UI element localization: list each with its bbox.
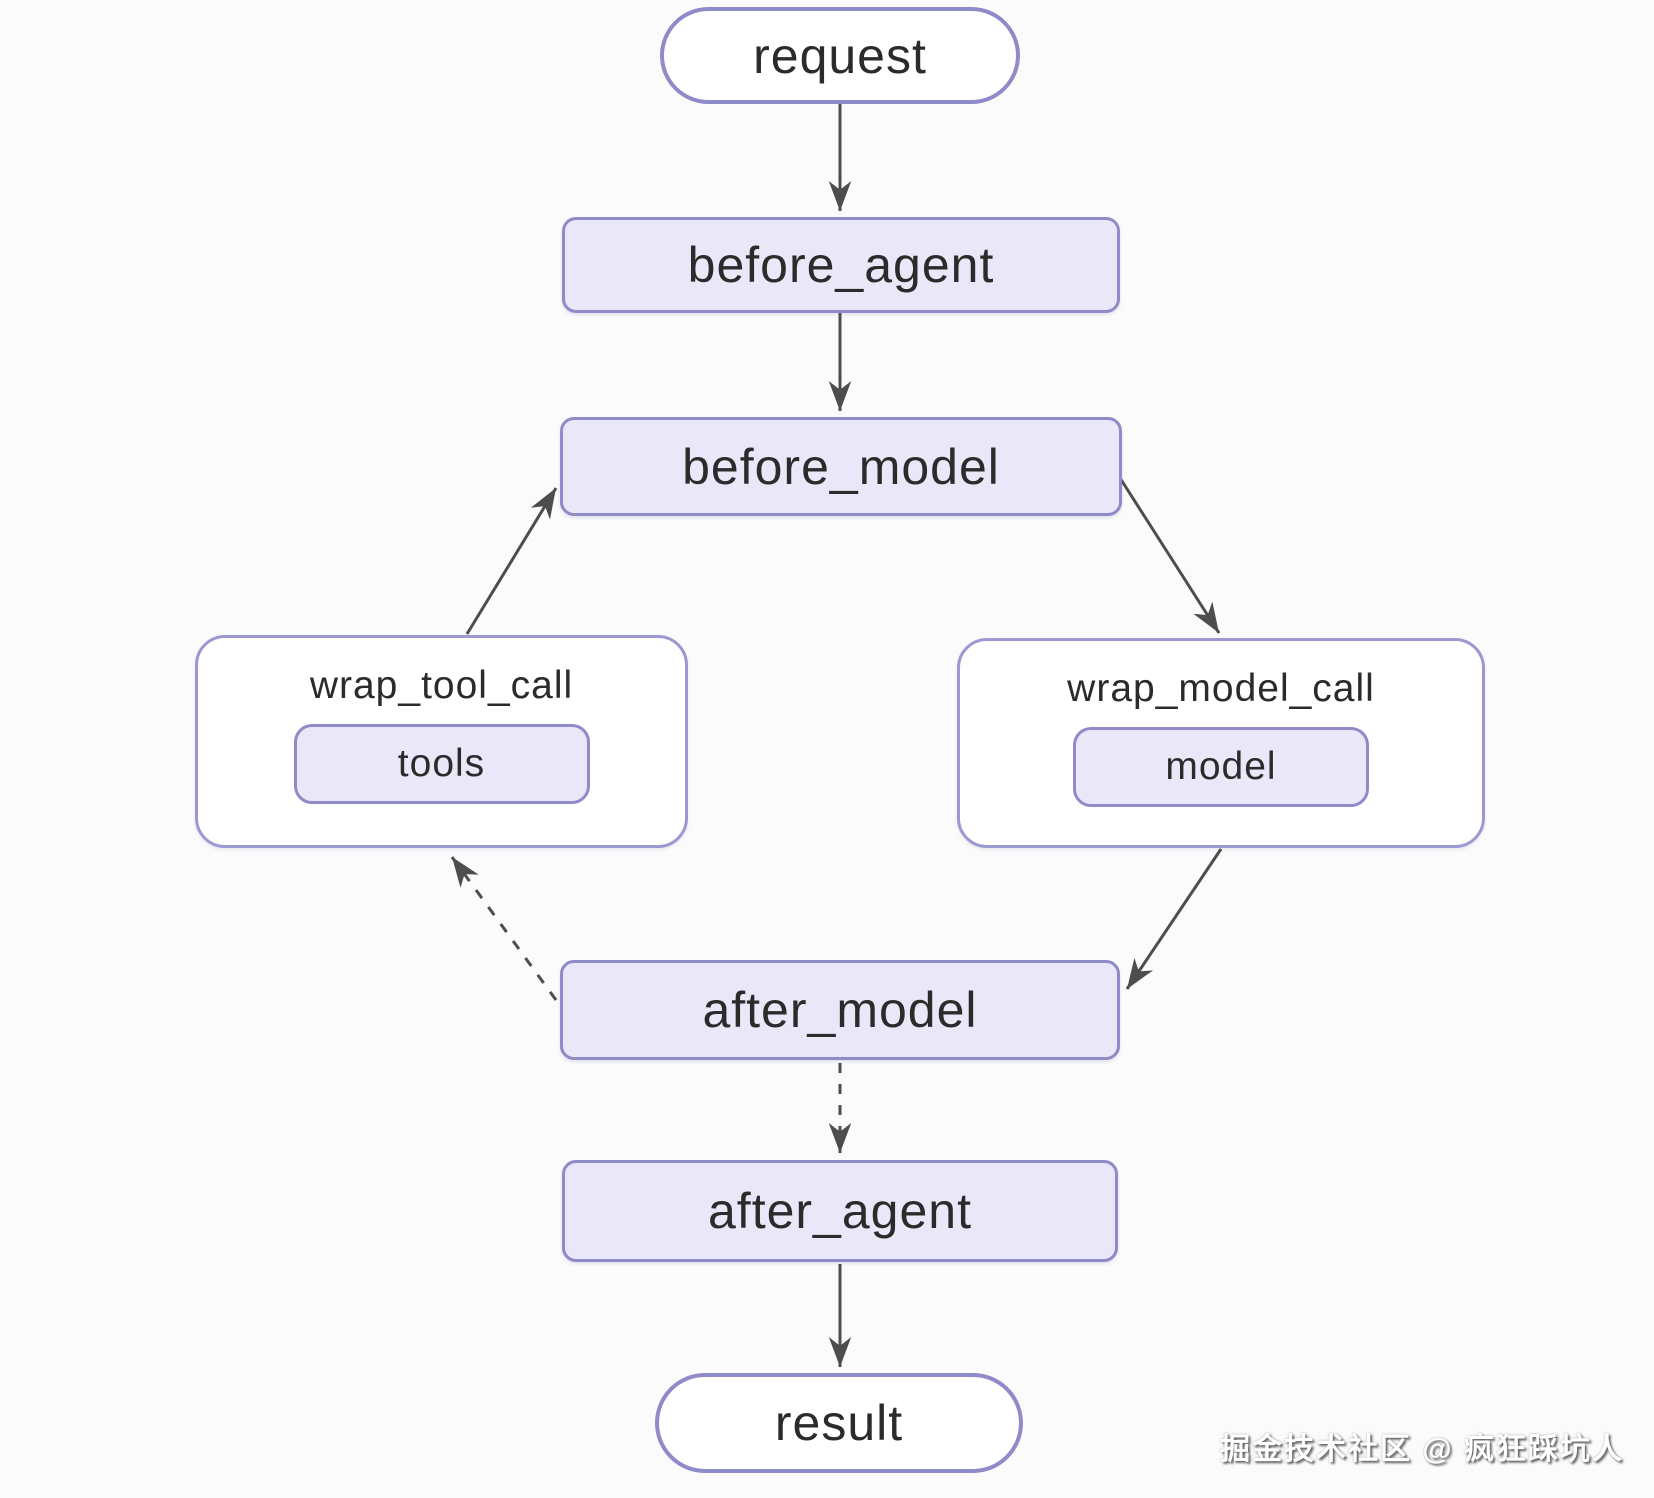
node-wrap-tool-call-label: wrap_tool_call bbox=[309, 664, 574, 707]
node-wrap-model-call-label: wrap_model_call bbox=[1067, 667, 1375, 710]
node-before-agent: before_agent bbox=[562, 217, 1120, 313]
node-after-agent-label: after_agent bbox=[708, 1183, 972, 1239]
node-wrap-tool-call: wrap_tool_call tools bbox=[195, 635, 688, 848]
edge-wrap-model-call-to-after-model bbox=[1125, 848, 1223, 990]
watermark: 掘金技术社区 @ 疯狂踩坑人 bbox=[1220, 1433, 1624, 1466]
node-before-agent-label: before_agent bbox=[687, 237, 995, 293]
node-model: model bbox=[1073, 727, 1369, 807]
node-tools-label: tools bbox=[397, 742, 486, 785]
edge-before-model-to-wrap-model-call bbox=[1118, 477, 1221, 634]
node-model-label: model bbox=[1165, 745, 1277, 788]
node-request-label: request bbox=[753, 27, 927, 84]
edge-wrap-tool-call-to-before-model bbox=[465, 487, 558, 635]
node-result: result bbox=[655, 1373, 1023, 1473]
node-result-label: result bbox=[774, 1395, 904, 1451]
node-after-model-label: after_model bbox=[702, 982, 978, 1038]
node-wrap-model-call: wrap_model_call model bbox=[957, 638, 1485, 848]
node-after-model: after_model bbox=[560, 960, 1120, 1060]
edge-after-model-to-wrap-tool-call bbox=[450, 856, 558, 1001]
node-after-agent: after_agent bbox=[562, 1160, 1118, 1262]
node-before-model-label: before_model bbox=[682, 438, 1000, 495]
node-before-model: before_model bbox=[560, 417, 1122, 516]
node-request: request bbox=[660, 7, 1020, 104]
node-tools: tools bbox=[293, 724, 590, 804]
